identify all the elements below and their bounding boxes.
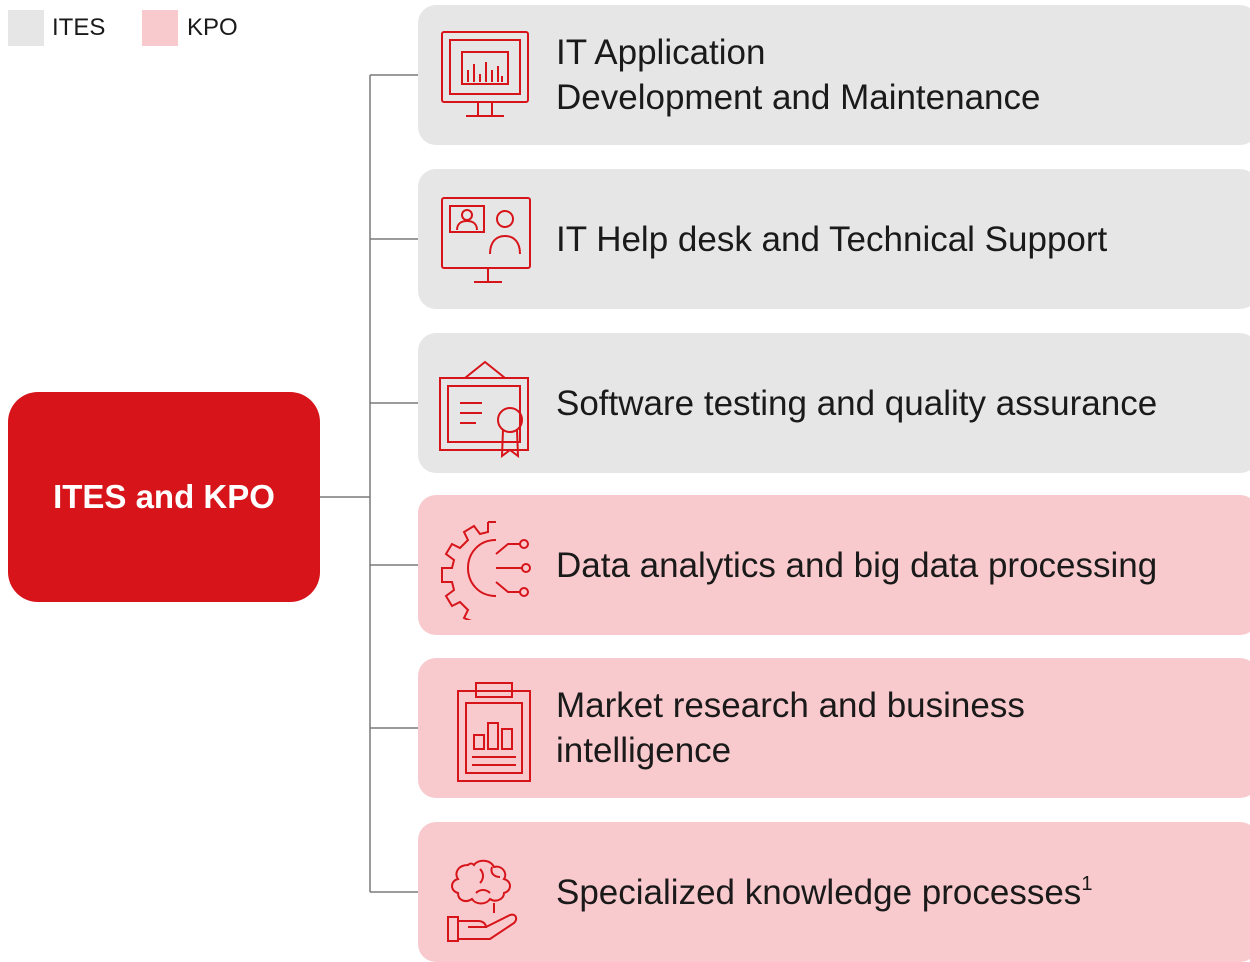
item-data-analytics: Data analytics and big data processing <box>418 495 1250 635</box>
item-it-help-desk: IT Help desk and Technical Support <box>418 169 1250 309</box>
clipboard-chart-icon <box>430 673 540 783</box>
legend-label-ites: ITES <box>52 14 106 41</box>
center-node-label: ITES and KPO <box>53 478 275 515</box>
item-label-line: IT Application <box>556 33 766 72</box>
item-label: IT Help desk and Technical Support <box>556 217 1107 262</box>
item-label-line: Specialized knowledge processes1 <box>556 870 1092 915</box>
item-label: Specialized knowledge processes1 <box>556 870 1092 915</box>
item-it-application-development: IT Application Development and Maintenan… <box>418 5 1250 145</box>
item-software-testing: Software testing and quality assurance <box>418 333 1250 473</box>
item-label-line: Development and Maintenance <box>556 78 1041 117</box>
footnote-marker: 1 <box>1081 872 1093 895</box>
center-node: ITES and KPO <box>8 392 320 602</box>
item-label-line: Market research and business <box>556 686 1025 725</box>
item-label: Market research and business intelligenc… <box>556 683 1025 773</box>
item-label-text: Specialized knowledge processes <box>556 872 1082 912</box>
item-specialized-knowledge: Specialized knowledge processes1 <box>418 822 1250 962</box>
item-label: Data analytics and big data processing <box>556 543 1157 588</box>
item-label-line: IT Help desk and Technical Support <box>556 219 1108 259</box>
brain-hand-icon <box>430 837 540 947</box>
item-label: IT Application Development and Maintenan… <box>556 30 1040 120</box>
item-label-line: intelligence <box>556 731 732 770</box>
gear-data-network-icon <box>430 510 540 620</box>
item-label: Software testing and quality assurance <box>556 381 1157 426</box>
item-market-research: Market research and business intelligenc… <box>418 658 1250 798</box>
certificate-icon <box>430 348 540 458</box>
legend-label-kpo: KPO <box>187 14 238 41</box>
legend-swatch-kpo <box>142 10 178 46</box>
item-label-line: Software testing and quality assurance <box>556 383 1158 423</box>
video-support-monitor-icon <box>430 184 540 294</box>
legend-swatch-ites <box>8 10 44 46</box>
item-label-line: Data analytics and big data processing <box>556 545 1158 585</box>
monitor-bar-chart-icon <box>430 20 540 130</box>
